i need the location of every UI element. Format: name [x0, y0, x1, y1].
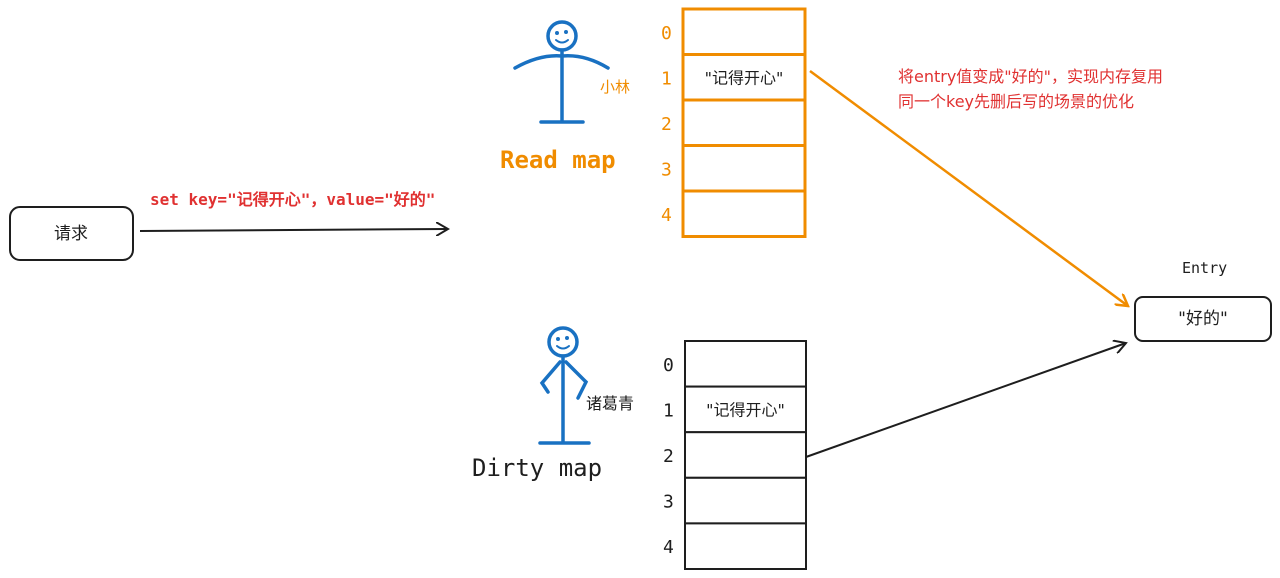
read-map-index-2: 2 — [661, 114, 672, 135]
read-map-title: Read map — [500, 146, 616, 174]
read-to-entry-arrow — [809, 69, 1128, 306]
request-arrow — [139, 229, 448, 231]
writer-figure — [538, 326, 591, 445]
dirty-map: 0 1 "记得开心" 2 3 4 — [663, 340, 807, 571]
read-map-cell-0 — [681, 7, 807, 56]
reader-name: 小林 — [600, 78, 630, 96]
dirty-map-index-1: 1 — [663, 400, 674, 421]
read-map-cell-4 — [681, 189, 807, 238]
entry-title: Entry — [1182, 259, 1227, 277]
dirty-to-entry-arrow — [805, 343, 1126, 458]
annotation-line-2: 同一个key先删后写的场景的优化 — [898, 92, 1134, 111]
read-map-index-3: 3 — [661, 159, 672, 180]
read-map: 0 1 "记得开心" 2 3 4 — [661, 7, 807, 238]
read-map-index-4: 4 — [661, 205, 672, 226]
dirty-map-cell-0 — [684, 340, 807, 388]
request-node: 请求 — [9, 206, 134, 261]
dirty-map-cell-4 — [684, 522, 807, 571]
read-map-index-1: 1 — [661, 68, 672, 89]
dirty-map-cell-1 — [684, 385, 807, 434]
dirty-map-cell-3 — [684, 476, 807, 525]
read-map-cell-2 — [681, 98, 807, 147]
dirty-map-index-2: 2 — [663, 446, 674, 467]
entry-value: "好的" — [1178, 309, 1228, 329]
dirty-map-cell-value-1: "记得开心" — [706, 400, 785, 419]
request-label: 请求 — [54, 224, 88, 244]
reader-figure — [513, 20, 610, 124]
read-map-cell-3 — [681, 144, 807, 193]
read-map-cell-value-1: "记得开心" — [705, 68, 784, 87]
annotation-line-1: 将entry值变成"好的"，实现内存复用 — [898, 67, 1163, 86]
dirty-map-cell-2 — [684, 431, 807, 479]
dirty-map-index-3: 3 — [663, 492, 674, 513]
read-map-index-0: 0 — [661, 23, 672, 44]
request-arrow-label: set key="记得开心"，value="好的" — [150, 190, 435, 209]
dirty-map-title: Dirty map — [472, 454, 602, 482]
writer-name: 诸葛青 — [586, 394, 634, 413]
dirty-map-index-0: 0 — [663, 355, 674, 376]
read-map-cell-1 — [681, 53, 807, 102]
entry-node: "好的" — [1134, 296, 1272, 342]
dirty-map-index-4: 4 — [663, 537, 674, 558]
